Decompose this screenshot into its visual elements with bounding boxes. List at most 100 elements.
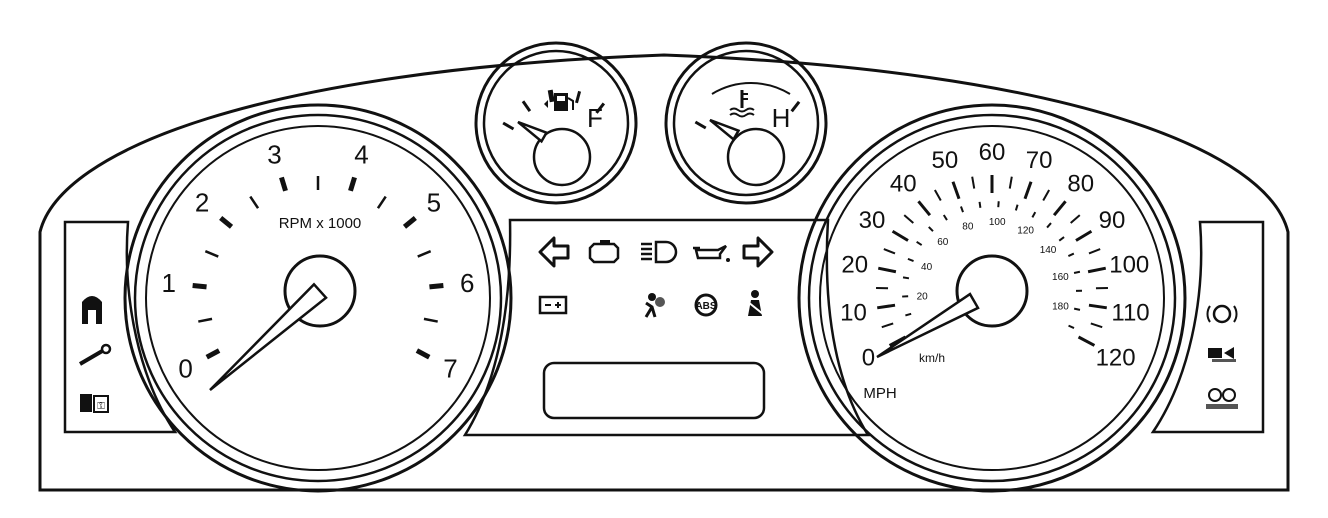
mph-tick: [1042, 189, 1050, 201]
tachometer-tick: [205, 348, 221, 360]
mph-tick: [1023, 181, 1033, 200]
mph-tick: [1087, 266, 1107, 274]
mph-tick: [881, 322, 894, 329]
tachometer-bezel-outer: [123, 103, 513, 493]
temp-hot-label: H: [772, 103, 791, 133]
tachometer-tick: [198, 317, 213, 323]
svg-text:ABS: ABS: [695, 301, 716, 312]
tachometer-tick: [402, 216, 417, 229]
speedometer-hub: [955, 254, 1029, 328]
overdrive-off-icon: [1206, 388, 1238, 409]
battery-charge-icon: [538, 295, 568, 315]
fuel-gauge-tick: [575, 90, 582, 104]
speedometer-unit-mph: MPH: [863, 385, 896, 402]
kmh-tick: [907, 257, 914, 262]
kmh-tick: [960, 206, 964, 213]
mph-tick: [1088, 303, 1107, 310]
mph-tick: [1075, 229, 1093, 242]
mph-tick-label: 100: [1109, 251, 1149, 278]
tachometer-tick-label: 1: [162, 268, 176, 298]
kmh-tick: [905, 312, 912, 317]
mph-tick-label: 0: [862, 345, 875, 372]
seatbelt-icon: [747, 290, 764, 316]
fuel-gauge-tick: [502, 121, 515, 131]
fuel-gauge-tick: [521, 100, 532, 112]
tachometer-tick-label: 6: [460, 268, 474, 298]
tachometer-tick: [249, 195, 260, 209]
tachometer-tick-label: 0: [178, 353, 192, 383]
mph-tick: [891, 229, 909, 242]
kmh-tick: [1046, 222, 1052, 229]
kmh-tick-label: 20: [917, 291, 929, 302]
tachometer-tick: [429, 282, 444, 290]
tachometer-tick-label: 4: [354, 139, 368, 169]
mph-tick: [1008, 176, 1013, 189]
fuel-gauge: F: [474, 41, 638, 205]
mph-tick: [1070, 214, 1081, 224]
right-indicator-panel: [1150, 220, 1265, 434]
kmh-tick: [942, 214, 948, 221]
temp-gauge-tick: [790, 100, 801, 113]
fuel-pump-icon: [544, 93, 574, 111]
mph-tick-label: 60: [979, 139, 1006, 166]
mph-tick-label: 20: [841, 251, 868, 278]
kmh-tick: [916, 240, 923, 246]
four-wheel-drive-icon: [1208, 347, 1236, 362]
temp-gauge-arc: [711, 82, 791, 95]
kmh-tick: [1014, 204, 1019, 211]
cluster-housing: [38, 53, 1290, 492]
mph-tick: [883, 248, 896, 255]
tachometer-tick: [192, 282, 207, 290]
mph-tick-label: 40: [890, 171, 917, 198]
fuel-full-label: F: [587, 103, 603, 133]
tachometer-tick-label: 5: [427, 188, 441, 218]
coolant-temp-icon: [729, 90, 755, 118]
left-turn-signal-icon: [538, 236, 570, 268]
abs-icon: ABS: [694, 293, 718, 317]
kmh-tick: [902, 276, 910, 280]
kmh-tick: [1058, 236, 1065, 242]
tachometer-tick: [376, 195, 387, 209]
temp-gauge-bezel-outer: [664, 41, 828, 205]
tachometer-tick: [415, 348, 431, 360]
mph-tick-label: 50: [932, 147, 959, 174]
mph-tick-label: 90: [1099, 207, 1126, 234]
center-warning-panel: [462, 218, 871, 437]
kmh-tick: [1073, 270, 1081, 275]
temp-gauge-bezel-inner: [672, 49, 820, 197]
tachometer-tick: [219, 216, 234, 229]
temp-gauge-tick: [694, 120, 707, 130]
kmh-tick: [1068, 324, 1075, 329]
tachometer-face: [145, 125, 491, 471]
tachometer-tick: [279, 176, 288, 192]
mph-tick: [903, 214, 914, 224]
mph-tick-label: 120: [1096, 345, 1136, 372]
kmh-tick: [1031, 211, 1037, 218]
tachometer-tick-label: 3: [267, 139, 281, 169]
kmh-tick-label: 120: [1017, 226, 1034, 237]
temp-gauge-needle: [709, 118, 741, 142]
mph-tick: [1052, 200, 1067, 217]
kmh-tick: [1073, 307, 1081, 311]
kmh-tick: [978, 201, 982, 208]
tachometer-needle: [209, 282, 328, 392]
tachometer-tick-label: 2: [195, 188, 209, 218]
tachometer-tick-label: 7: [443, 353, 457, 383]
tachometer-bezel-inner: [133, 113, 503, 483]
fuel-gauge-needle: [517, 120, 549, 144]
mph-tick: [877, 266, 897, 274]
tachometer-hub: [283, 254, 357, 328]
mph-tick: [934, 189, 942, 201]
door-ajar-icon: [82, 296, 102, 324]
kmh-tick-label: 100: [989, 217, 1006, 228]
kmh-tick-label: 180: [1052, 302, 1069, 313]
mph-tick: [877, 303, 896, 310]
kmh-tick: [1067, 252, 1075, 257]
tachometer-tick: [417, 250, 432, 258]
mph-tick: [917, 200, 932, 217]
temp-gauge-hub: [726, 127, 786, 187]
fuel-gauge-bezel-inner: [482, 49, 630, 197]
